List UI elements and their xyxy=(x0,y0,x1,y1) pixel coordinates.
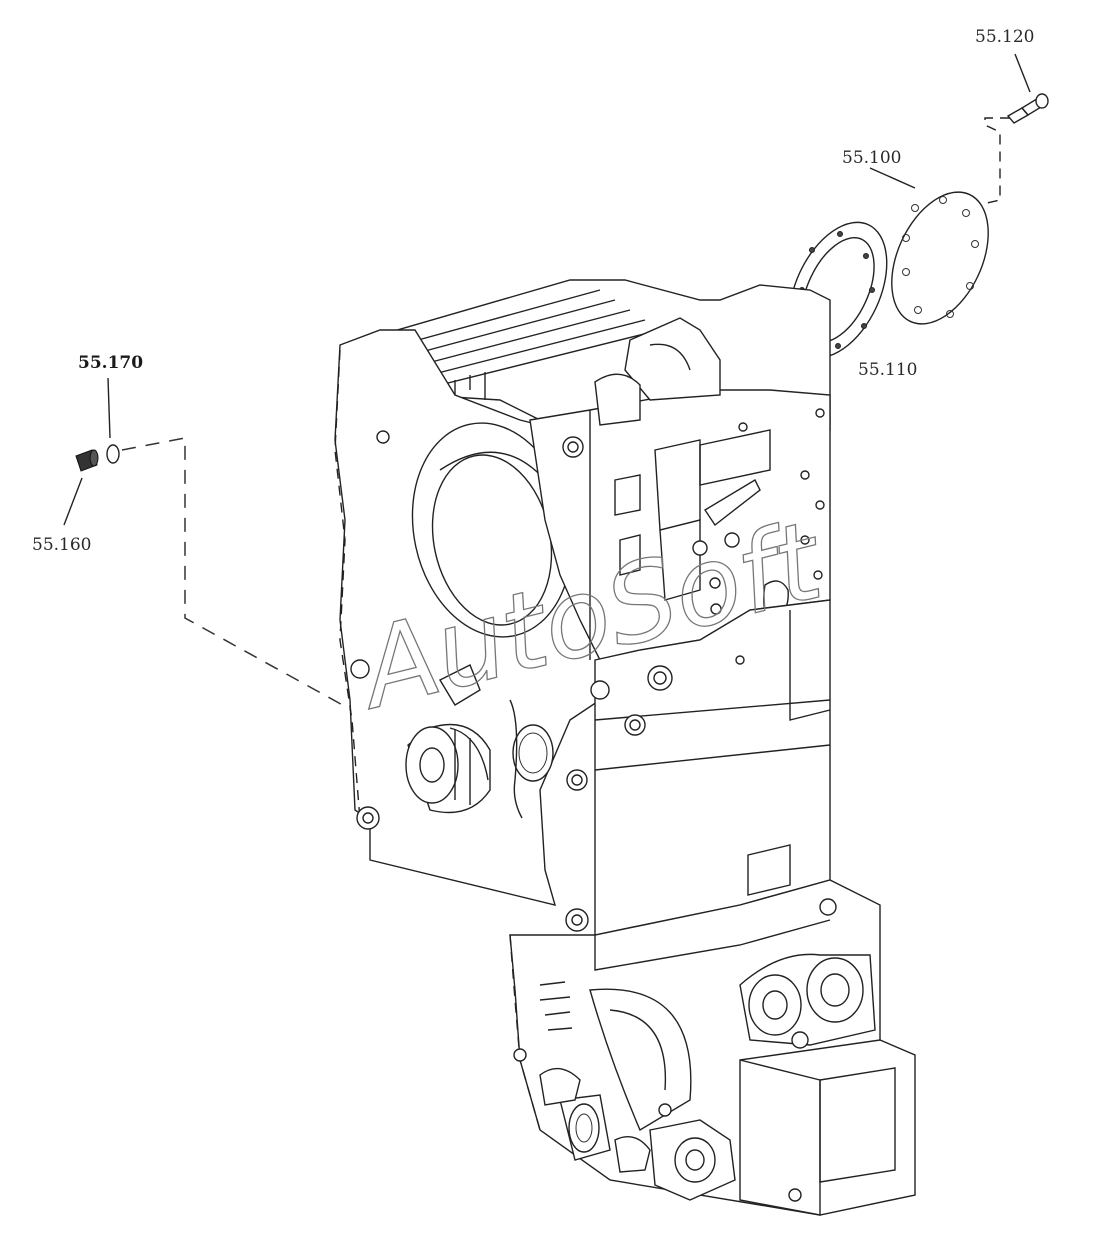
washer-55170 xyxy=(106,444,120,464)
leader-55170 xyxy=(107,377,111,439)
label-55170: 55.170 xyxy=(78,353,143,373)
bolt-path-dash xyxy=(977,117,1010,206)
label-55120: 55.120 xyxy=(975,27,1034,47)
transmission-housing xyxy=(334,279,916,1216)
plug-path-dash xyxy=(121,437,416,746)
cover-plate-55100 xyxy=(891,191,989,325)
label-55160: 55.160 xyxy=(32,535,91,555)
leader-55100 xyxy=(869,167,916,189)
plug-55160 xyxy=(75,449,99,472)
label-55110: 55.110 xyxy=(858,360,917,380)
leader-55120 xyxy=(1014,53,1031,93)
leader-55160 xyxy=(63,477,83,526)
label-55100: 55.100 xyxy=(842,148,901,168)
bolt-55120 xyxy=(1006,93,1049,124)
